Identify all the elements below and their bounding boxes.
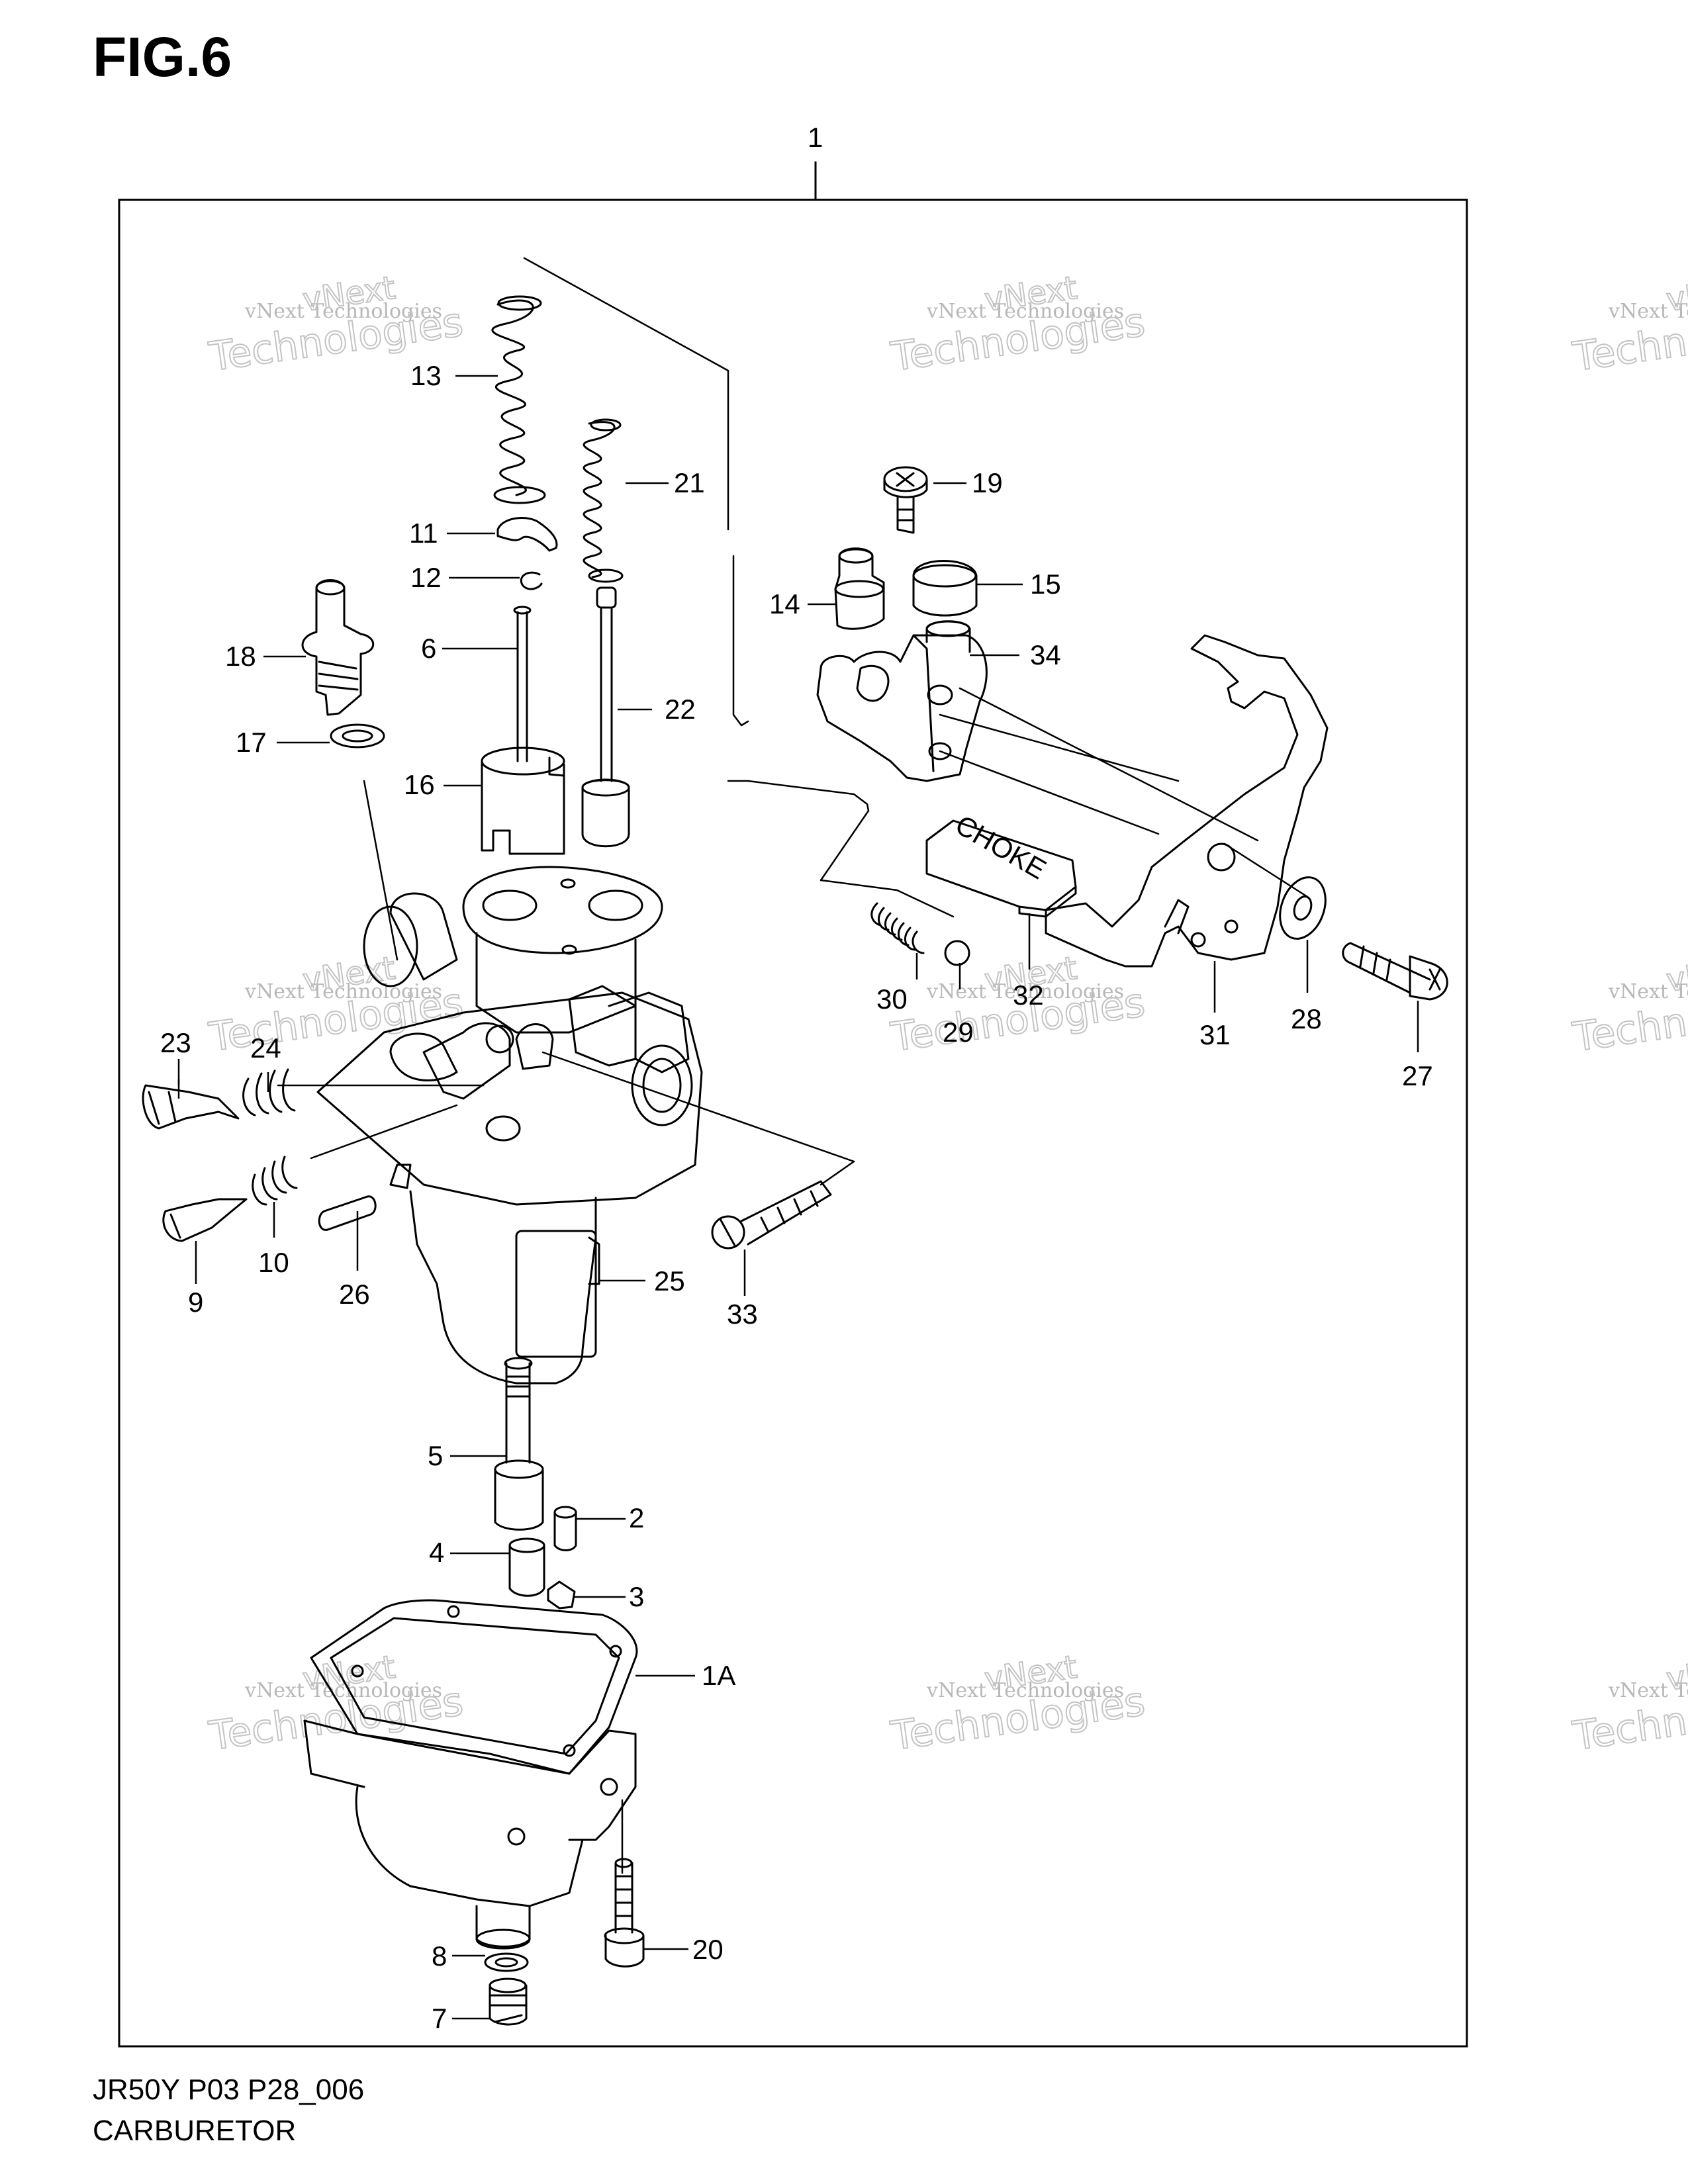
- callout-4: 4: [429, 1537, 444, 1568]
- choke-plate: CHOKE: [925, 809, 1077, 918]
- callout-18: 18: [225, 641, 256, 672]
- callout-14: 14: [769, 588, 800, 619]
- callout-33: 33: [727, 1298, 758, 1330]
- leader-lines: [177, 375, 1419, 2020]
- needle-jet: [494, 1357, 544, 1531]
- throttle-valve: [481, 747, 565, 855]
- choke-lever: [1045, 634, 1329, 968]
- jet-needle: [513, 606, 532, 762]
- callout-32: 32: [1013, 979, 1044, 1011]
- clip-plate: [496, 517, 558, 552]
- drain-washer: [484, 1952, 529, 1972]
- callout-19: 19: [972, 467, 1003, 498]
- throttle-stop-screw: [162, 1198, 248, 1242]
- pilot-screw: [142, 1084, 240, 1130]
- svg-text:vNext Technologies: vNext Technologies: [244, 1679, 442, 1702]
- callout-29: 29: [943, 1017, 974, 1048]
- callout-24: 24: [250, 1032, 281, 1064]
- drain-plug: [489, 1978, 528, 2026]
- callout-22: 22: [665, 694, 696, 725]
- cable-holder: [581, 586, 630, 848]
- callout-9: 9: [188, 1287, 203, 1318]
- watermark: vNext Technologies Technologies vNext: [1569, 949, 1688, 1062]
- e-clip: [520, 571, 543, 590]
- choke-cap-34: [925, 620, 971, 653]
- callout-25: 25: [654, 1265, 685, 1297]
- svg-text:vNext Technologies: vNext Technologies: [926, 300, 1124, 323]
- body-screw: [711, 1180, 832, 1250]
- svg-text:vNext Technologies: vNext Technologies: [926, 1679, 1124, 1702]
- diagram-code: JR50Y P03 P28_006: [93, 2073, 365, 2106]
- callout-3: 3: [629, 1581, 644, 1612]
- choke-housing: [816, 634, 988, 782]
- callout-20: 20: [692, 1934, 724, 1965]
- pilot-jet: [553, 1506, 577, 1551]
- svg-text:vNext Technologies: vNext Technologies: [244, 980, 442, 1003]
- callout-1: 1: [808, 122, 823, 153]
- choke-ball: [944, 940, 970, 966]
- callout-5: 5: [428, 1440, 443, 1471]
- guide-lines: [277, 257, 1309, 1874]
- callout-8: 8: [432, 1940, 447, 1972]
- svg-text:vNext: vNext: [1664, 1649, 1688, 1698]
- svg-text:vNext: vNext: [1664, 950, 1688, 999]
- callout-11: 11: [409, 518, 438, 549]
- callout-2: 2: [629, 1502, 644, 1533]
- throttle-stop-spring: [252, 1156, 298, 1206]
- callout-12: 12: [410, 562, 442, 593]
- callout-1A: 1A: [702, 1660, 735, 1691]
- svg-text:vNext Technologies: vNext Technologies: [1608, 980, 1688, 1003]
- watermark: vNext Technologies Technologies vNext: [1569, 269, 1688, 381]
- choke-cap-left: [834, 547, 885, 630]
- pilot-spring: [242, 1068, 296, 1116]
- lever-washer: [1279, 876, 1327, 940]
- callout-13: 13: [410, 360, 442, 391]
- callout-6: 6: [421, 633, 436, 664]
- main-jet: [508, 1537, 545, 1597]
- watermark: vNext Technologies Technologies vNext: [887, 269, 1148, 381]
- callout-17: 17: [236, 727, 267, 758]
- choke-screw: [883, 466, 928, 534]
- main-spring: [491, 295, 546, 504]
- svg-text:vNext Technologies: vNext Technologies: [244, 300, 442, 323]
- callout-34: 34: [1030, 639, 1061, 670]
- callout-28: 28: [1291, 1003, 1322, 1034]
- callout-15: 15: [1030, 569, 1061, 600]
- lever-bolt: [1342, 942, 1448, 1001]
- callout-26: 26: [339, 1279, 370, 1310]
- callout-31: 31: [1199, 1019, 1231, 1050]
- cable-adjuster: [301, 579, 375, 716]
- float-chamber: [303, 1599, 638, 1950]
- diagram-name: CARBURETOR: [93, 2115, 297, 2147]
- callout-30: 30: [876, 983, 908, 1015]
- float-pin: [318, 1195, 377, 1231]
- choke-plate-label: CHOKE: [951, 809, 1052, 885]
- figure-title: FIG.6: [93, 26, 232, 88]
- parts-drawing: CHOKE: [142, 257, 1448, 2026]
- callout-labels: 1 13 21 11 12 6 18 22 17 16 19 14 15 34 …: [160, 122, 1433, 2034]
- callout-16: 16: [404, 769, 435, 800]
- watermark: vNext Technologies Technologies vNext: [205, 949, 466, 1062]
- callout-23: 23: [160, 1027, 191, 1058]
- callout-10: 10: [258, 1247, 289, 1278]
- float-chamber-screw: [604, 1858, 645, 1968]
- callout-21: 21: [674, 467, 705, 498]
- watermark: vNext Technologies Technologies vNext: [1569, 1648, 1688, 1760]
- callout-7: 7: [432, 2003, 447, 2034]
- needle-spring: [583, 418, 624, 583]
- svg-text:vNext Technologies: vNext Technologies: [1608, 1679, 1688, 1702]
- watermark: vNext Technologies Technologies vNext: [887, 1648, 1148, 1760]
- starter-jet: [547, 1580, 576, 1610]
- choke-cap-right: [912, 560, 978, 617]
- choke-spring: [870, 902, 925, 954]
- carburetor-body: [316, 866, 703, 1385]
- washer: [330, 723, 385, 749]
- svg-text:vNext Technologies: vNext Technologies: [1608, 300, 1688, 323]
- assembly-frame: [118, 161, 1468, 2048]
- svg-text:vNext: vNext: [1664, 269, 1688, 319]
- callout-27: 27: [1402, 1060, 1433, 1091]
